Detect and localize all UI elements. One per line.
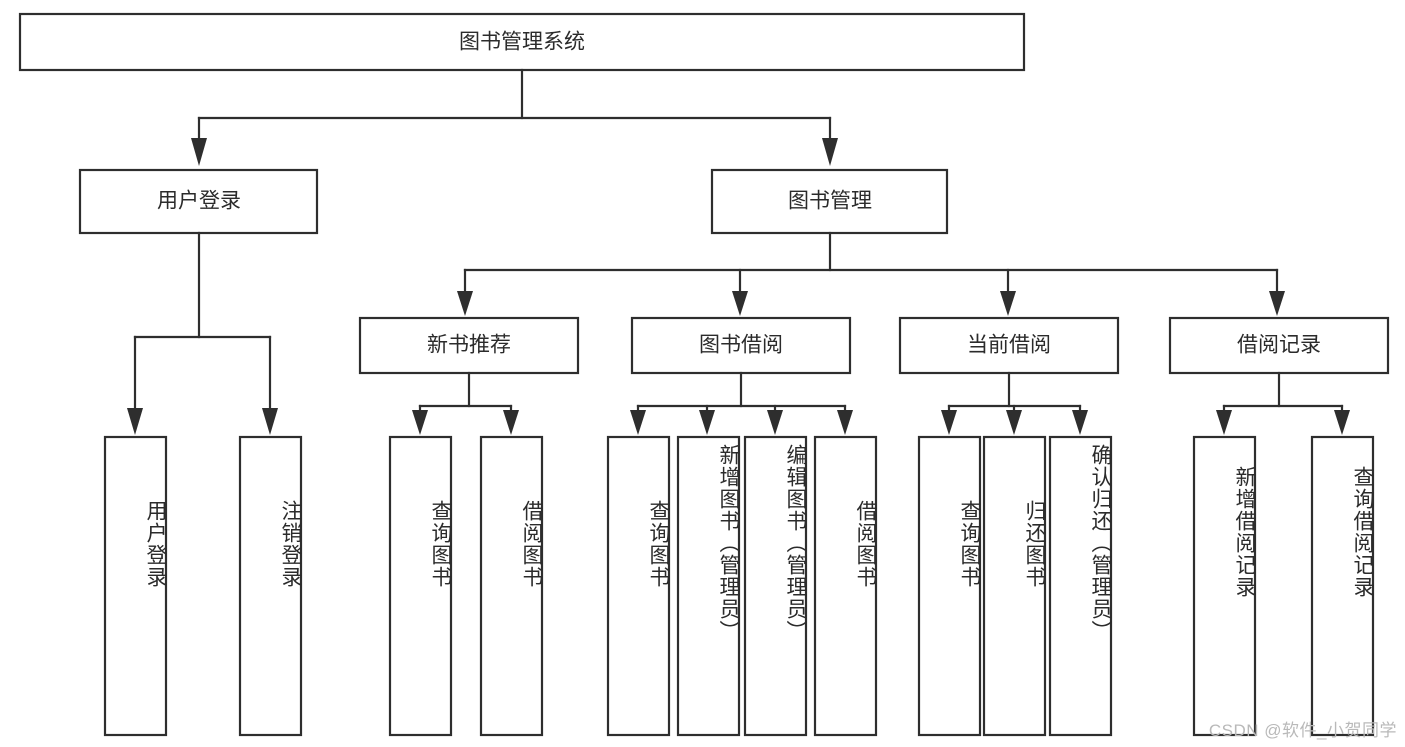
node-leaf-query-book-2-box[interactable] <box>606 435 671 737</box>
arrow-to-leaf-query-book-3 <box>941 410 957 435</box>
arrow-to-leaf-return-book <box>1006 410 1022 435</box>
node-root-label: 图书管理系统 <box>459 31 585 54</box>
node-leaf-borrow-book-1-box[interactable] <box>479 435 544 737</box>
node-leaf-logout-box[interactable] <box>238 435 303 737</box>
node-leaf-query-book-1-box[interactable] <box>388 435 453 737</box>
arrow-to-book-borrow <box>732 291 748 316</box>
node-leaf-add-record-box[interactable] <box>1192 435 1257 737</box>
node-leaf-query-book-3-box[interactable] <box>917 435 982 737</box>
arrow-root-to-book-manage <box>822 138 838 166</box>
arrow-to-leaf-user-login <box>127 408 143 435</box>
arrow-to-leaf-borrow-book-2 <box>837 410 853 435</box>
node-book-manage-box[interactable] <box>710 168 949 235</box>
watermark-text: CSDN @软件_小贺同学 <box>1208 721 1397 740</box>
node-leaf-user-login-box[interactable] <box>103 435 168 737</box>
node-leaf-return-book-box[interactable] <box>982 435 1047 737</box>
node-current-borrow-box[interactable] <box>898 316 1120 375</box>
node-borrow-record-box[interactable] <box>1168 316 1390 375</box>
arrow-to-leaf-logout <box>262 408 278 435</box>
node-leaf-query-record-box[interactable] <box>1310 435 1375 737</box>
node-borrow-record-label: 借阅记录 <box>1237 334 1321 357</box>
arrow-to-leaf-add-record <box>1216 410 1232 435</box>
node-book-borrow-label: 图书借阅 <box>699 334 783 357</box>
arrow-to-leaf-confirm-return <box>1072 410 1088 435</box>
arrow-to-current-borrow <box>1000 291 1016 316</box>
arrow-to-leaf-edit-book <box>767 410 783 435</box>
arrow-to-leaf-query-book-1 <box>412 410 428 435</box>
node-root-box[interactable] <box>18 12 1026 72</box>
node-new-book-rec-box[interactable] <box>358 316 580 375</box>
node-leaf-add-book-box[interactable] <box>676 435 741 737</box>
node-leaf-edit-book-box[interactable] <box>743 435 808 737</box>
arrow-to-borrow-record <box>1269 291 1285 316</box>
arrow-to-leaf-borrow-book-1 <box>503 410 519 435</box>
node-new-book-rec-label: 新书推荐 <box>427 334 511 357</box>
node-current-borrow-label: 当前借阅 <box>967 334 1051 357</box>
arrow-to-new-book-rec <box>457 291 473 316</box>
arrow-root-to-user-login <box>191 138 207 166</box>
arrow-to-leaf-query-book-2 <box>630 410 646 435</box>
node-user-login-label: 用户登录 <box>157 190 241 213</box>
arrow-to-leaf-add-book <box>699 410 715 435</box>
node-book-manage-label: 图书管理 <box>788 190 872 213</box>
arrow-to-leaf-query-record <box>1334 410 1350 435</box>
node-book-borrow-box[interactable] <box>630 316 852 375</box>
node-leaf-confirm-return-box[interactable] <box>1048 435 1113 737</box>
node-leaf-borrow-book-2-box[interactable] <box>813 435 878 737</box>
